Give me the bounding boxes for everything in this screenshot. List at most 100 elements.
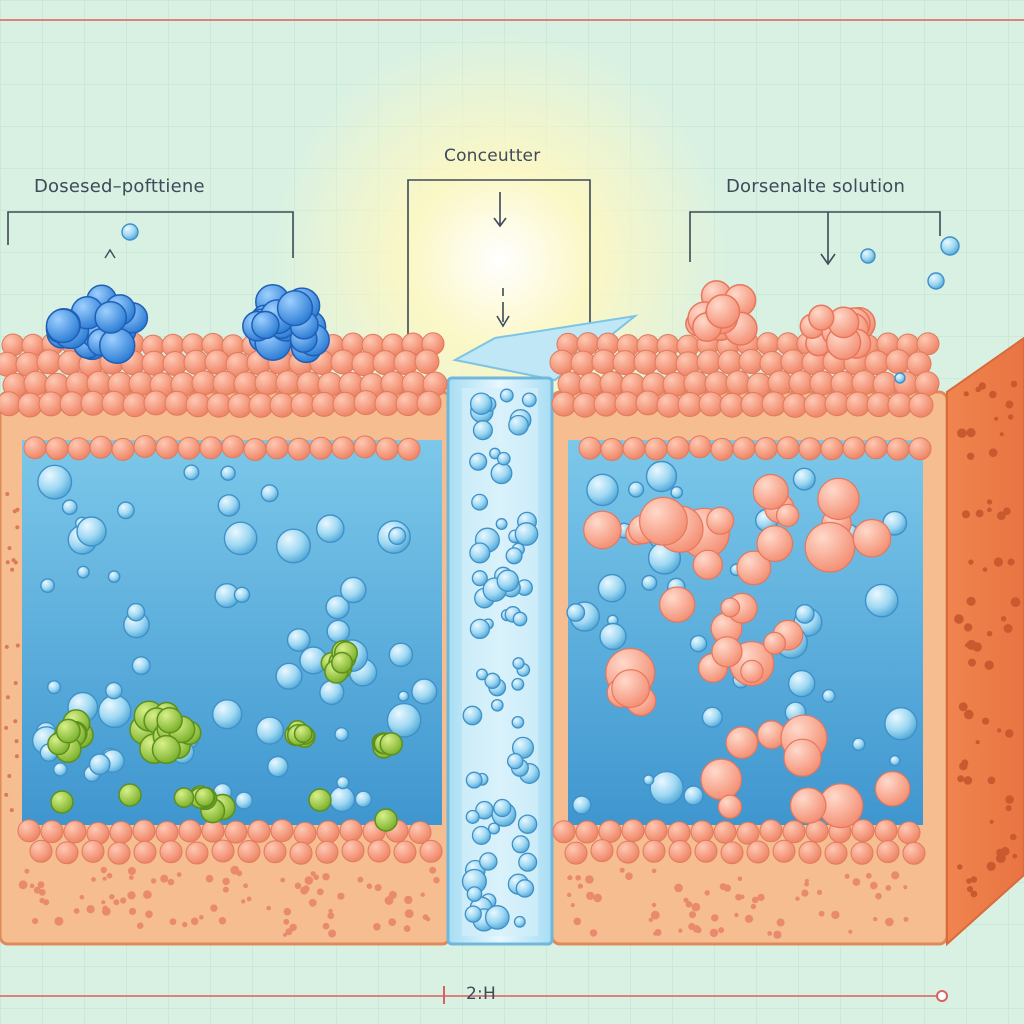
side-speckle [957,775,965,783]
side-speckle [1005,400,1014,409]
channel-bubble [464,905,482,923]
water-bubble [864,583,899,618]
frame-speckle [357,876,364,883]
channel-bubble [472,420,493,441]
frame-speckle [199,915,204,920]
membrane-bead [414,349,440,375]
side-speckle [1003,624,1013,633]
frame-speckle [101,900,106,905]
membrane-bead [143,390,169,416]
frame-speckle [366,883,373,889]
water-bubble [821,688,836,703]
water-bubble [339,576,367,604]
frame-speckle [875,892,882,900]
water-bubble [336,775,350,790]
membrane-bead [614,391,640,417]
side-speckle [989,390,997,399]
membrane-bead [311,391,337,417]
membrane-bead [696,349,722,375]
membrane-bead [668,840,692,863]
water-bubble [223,521,258,556]
side-speckle [1000,616,1007,622]
frame-speckle [316,888,324,896]
membrane-bead [782,392,808,418]
side-speckle [986,499,993,505]
channel-bubble [515,879,535,898]
membrane-bead [141,350,167,376]
frame-speckle [24,868,30,874]
membrane-bead [155,821,179,844]
channel-bubble [496,451,511,466]
frame-speckle [310,871,316,877]
membrane-bead [408,821,432,844]
frame-speckle [692,925,701,933]
membrane-bead [572,392,598,418]
frame-speckle [101,907,111,916]
green-particle [374,808,398,832]
membrane-bead [746,840,770,864]
membrane-bead [902,841,926,865]
frame-speckle [280,877,286,883]
floating-bubble [894,372,906,384]
side-speckle [989,819,994,824]
membrane-bead [393,840,417,864]
membrane-bead [339,819,363,843]
blue-cluster-ball [98,327,136,364]
water-bubble [234,791,254,810]
water-bubble [61,499,78,516]
caret-left [104,248,116,259]
frame-speckle [169,918,177,926]
membrane-bead [36,349,62,375]
frame-speckle [13,681,18,685]
water-bubble [645,460,678,493]
frame-speckle [709,928,719,938]
frame-speckle [302,885,310,893]
membrane-bead [850,841,874,865]
channel-bubbles [461,388,540,932]
membrane-bead [206,392,232,418]
solute-particle [583,510,622,550]
channel-bubble [505,547,523,565]
frame-speckle [585,875,594,884]
membrane-bead [254,370,280,396]
frame-speckle [109,894,115,900]
membrane-bead [694,839,718,863]
water-bubble [701,706,723,728]
frame-speckle [718,927,725,934]
water-bubble [851,737,866,752]
water-bubble [88,753,111,776]
solute-particle [659,586,696,623]
side-speckle [1010,833,1017,841]
membrane-bead [351,351,377,377]
frame-speckle [308,898,317,907]
membrane-bead [331,436,355,460]
blue-clusters [45,284,330,364]
frame-speckle [801,889,809,897]
membrane-bead [263,840,287,864]
frame-speckle [870,881,878,890]
frame-speckle [711,914,719,922]
channel-bubble [484,905,510,930]
membrane-bead [341,839,365,863]
frame-speckle [420,892,425,897]
channel-bubble [469,542,491,564]
membrane-bead [29,839,53,863]
membrane-bead [575,820,599,844]
frame-speckle [5,560,10,565]
membrane-bead [248,392,274,418]
frame-speckle [222,886,229,893]
label-bottom: 2:H [466,984,496,1004]
green-clusters [47,639,403,832]
membrane-bead [633,349,659,375]
side-speckle [954,614,964,624]
blue-cluster-ball [276,289,314,327]
frame-speckle [176,872,182,877]
pink-cluster-ball [808,304,835,331]
green-particle [308,788,332,812]
membrane-bead [656,392,682,418]
side-speckle [959,762,968,771]
water-bubble [37,464,73,500]
membrane-bead [178,819,202,843]
channel-bubble [476,668,488,681]
frame-speckle [222,877,230,886]
